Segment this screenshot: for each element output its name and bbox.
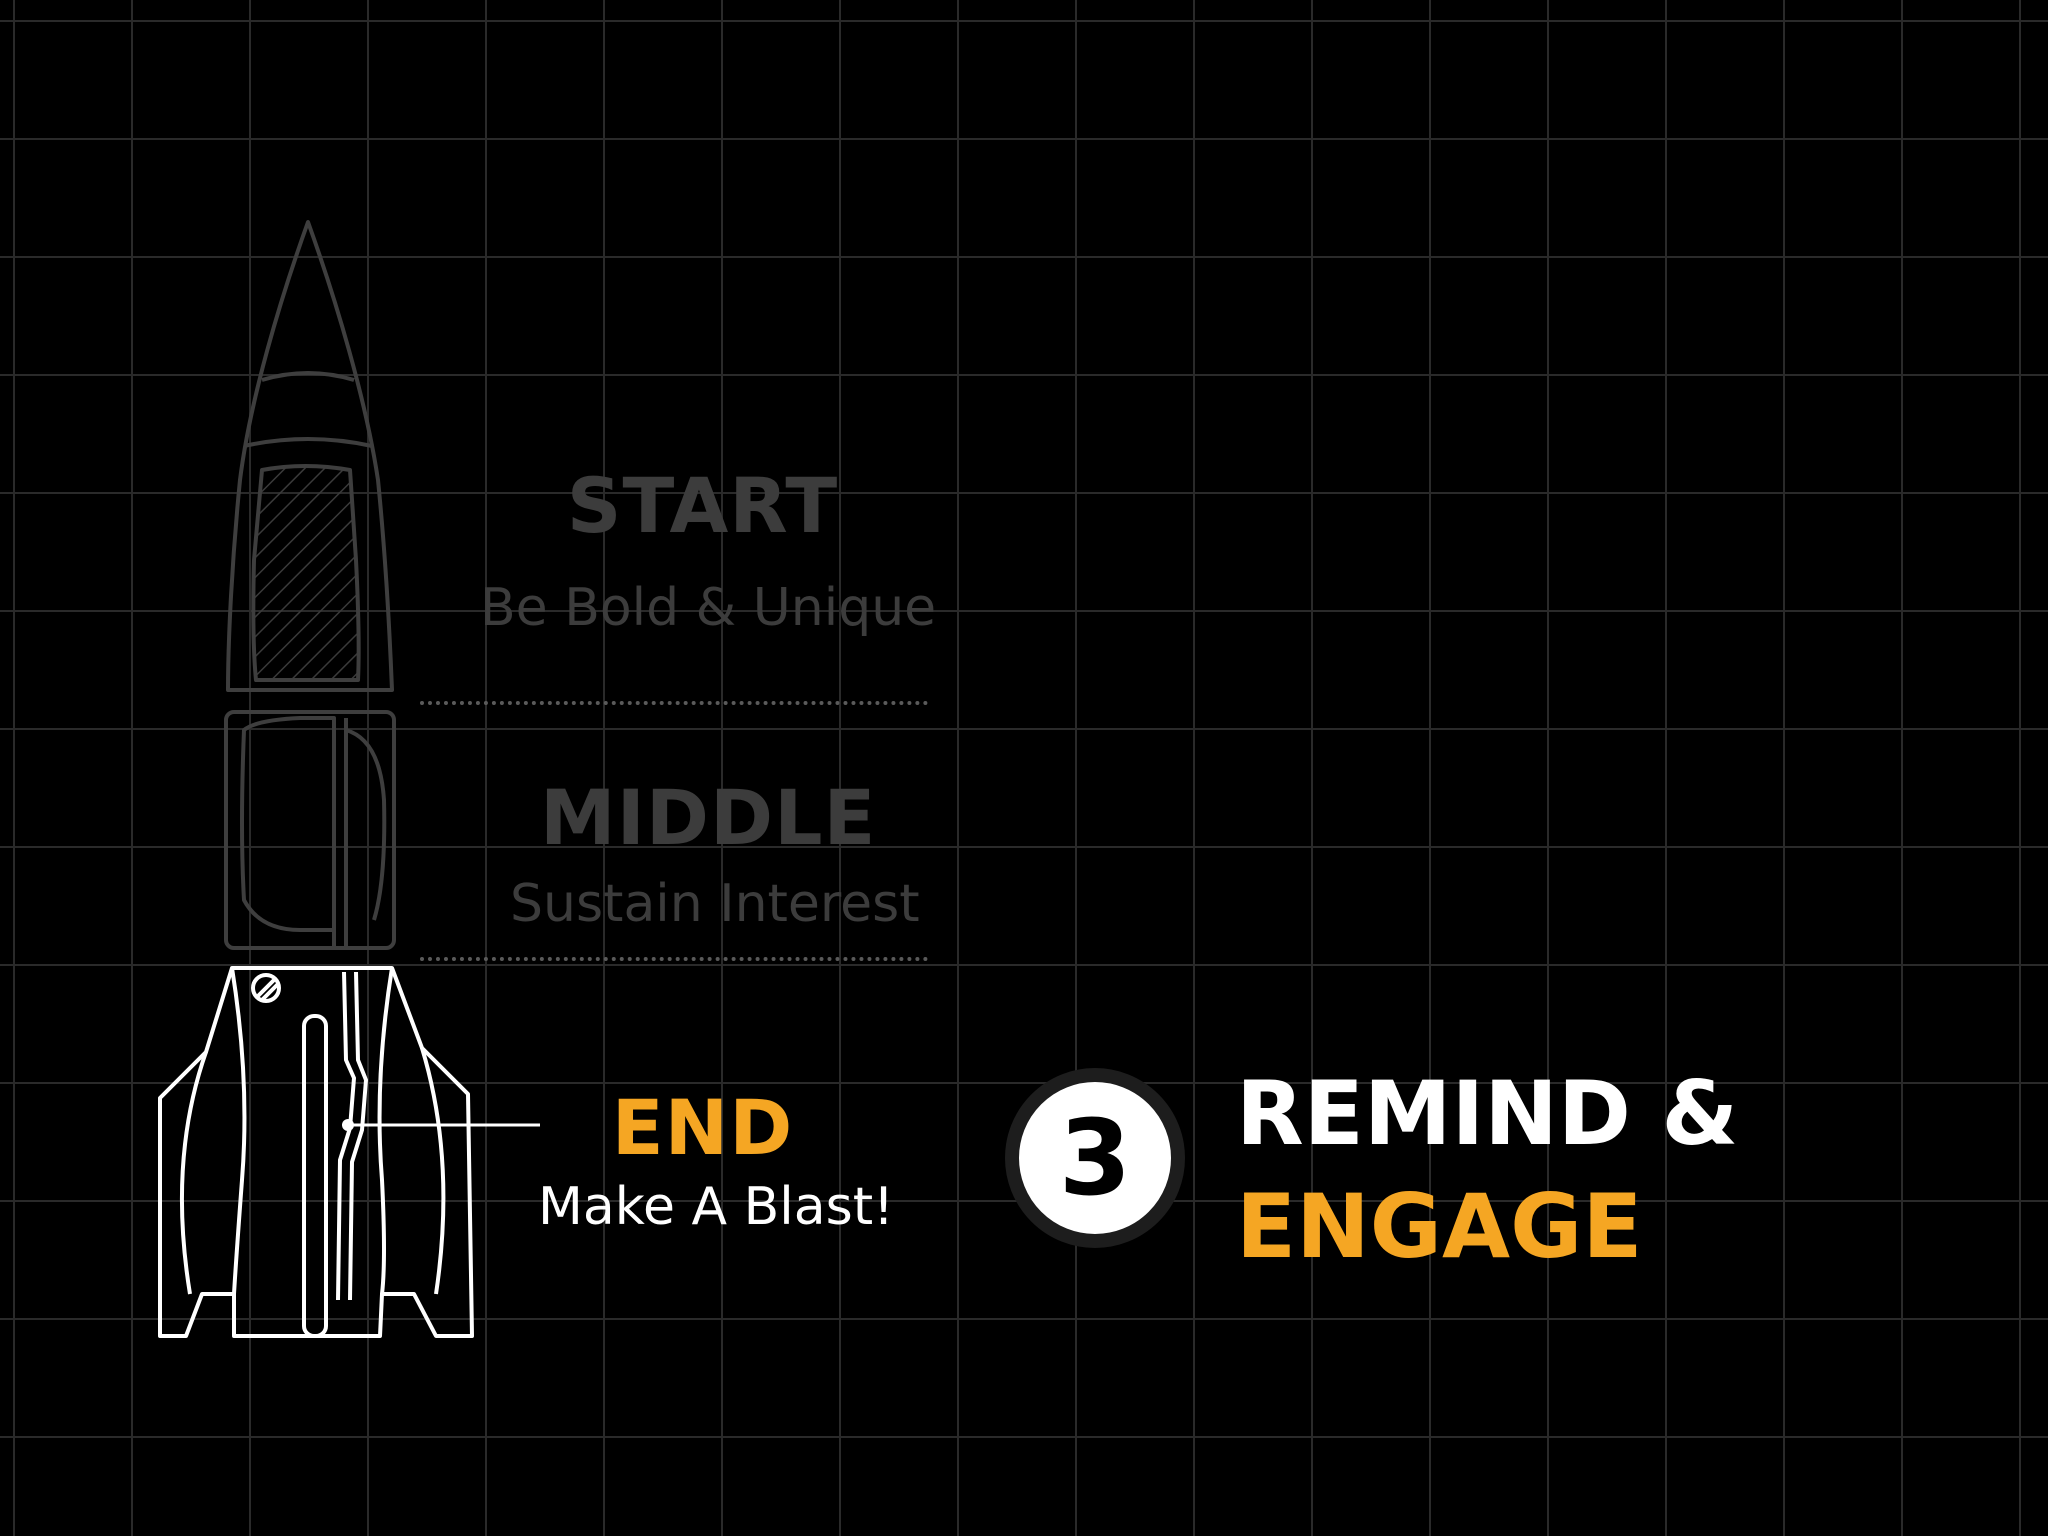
rocket-nose-section	[226, 220, 394, 692]
rocket-end-section	[158, 966, 474, 1338]
headline-line-1: REMIND &	[1236, 1062, 1739, 1165]
headline-line-2: ENGAGE	[1236, 1175, 1643, 1278]
middle-title: MIDDLE	[540, 773, 877, 862]
start-title: START	[566, 461, 839, 550]
middle-divider	[420, 957, 928, 961]
rocket-middle-section	[224, 710, 396, 950]
start-subtitle: Be Bold & Unique	[480, 578, 937, 638]
middle-subtitle: Sustain Interest	[510, 874, 920, 934]
step-number-badge: 3	[1005, 1068, 1185, 1248]
end-pointer-line	[342, 1119, 540, 1131]
start-divider	[420, 701, 928, 705]
step-number: 3	[1058, 1097, 1132, 1219]
end-subtitle: Make A Blast!	[538, 1177, 894, 1237]
end-title: END	[611, 1083, 794, 1172]
